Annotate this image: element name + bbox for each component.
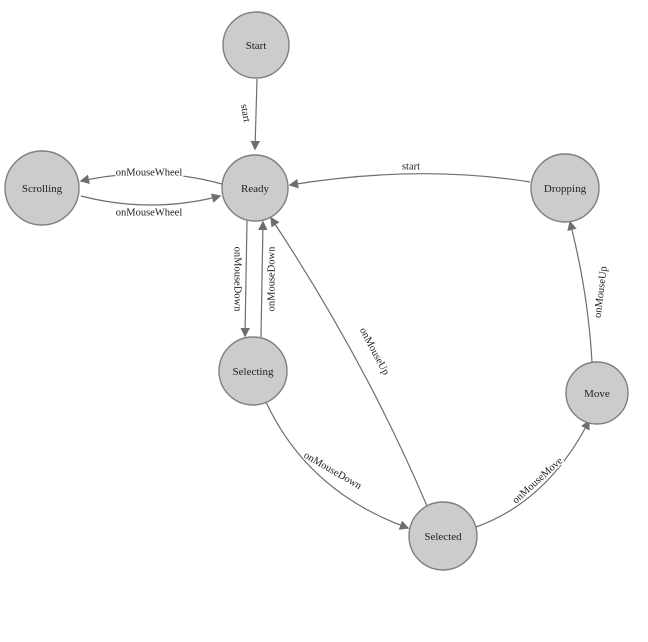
- state-node-scrolling[interactable]: Scrolling: [4, 150, 80, 226]
- transition-label: onMouseDown: [302, 450, 364, 492]
- state-node-ready[interactable]: Ready: [221, 154, 289, 222]
- state-node-start[interactable]: Start: [222, 11, 290, 79]
- transition-selecting-ready[interactable]: onMouseDown: [258, 220, 279, 338]
- state-label: Selected: [424, 531, 462, 543]
- transition-path[interactable]: [79, 173, 223, 185]
- state-node-selected[interactable]: Selected: [408, 501, 478, 571]
- transition-scrolling-ready[interactable]: onMouseWheel: [80, 193, 222, 220]
- transition-label: start: [238, 103, 252, 123]
- state-node-dropping[interactable]: Dropping: [530, 153, 600, 223]
- state-circle[interactable]: [565, 361, 629, 425]
- state-circle[interactable]: [408, 501, 478, 571]
- transition-path[interactable]: [80, 193, 222, 206]
- state-circle[interactable]: [4, 150, 80, 226]
- transition-selecting-selected[interactable]: onMouseDown: [265, 401, 410, 530]
- transition-path[interactable]: [240, 220, 250, 338]
- transition-start-ready[interactable]: start: [236, 78, 261, 151]
- transition-label: onMouseUp: [593, 266, 610, 319]
- transition-path[interactable]: [567, 220, 593, 363]
- state-label: Selecting: [233, 366, 274, 378]
- transition-label: start: [402, 162, 420, 173]
- transition-label: onMouseDown: [267, 246, 278, 311]
- transition-move-dropping[interactable]: onMouseUp: [567, 220, 611, 363]
- state-label: Start: [246, 40, 267, 52]
- transition-dropping-ready[interactable]: start: [288, 160, 531, 189]
- state-label: Dropping: [544, 183, 587, 195]
- state-circle[interactable]: [530, 153, 600, 223]
- transition-path[interactable]: [258, 220, 268, 338]
- state-circle[interactable]: [218, 336, 288, 406]
- transition-selected-move[interactable]: onMouseMove: [475, 419, 590, 528]
- state-label: Ready: [241, 183, 270, 195]
- transition-path[interactable]: [270, 216, 428, 507]
- transition-path[interactable]: [250, 78, 261, 151]
- transition-label: onMouseWheel: [116, 168, 183, 179]
- transitions-layer: start onMouseWheel onMouseWheel start onMous…: [79, 78, 611, 530]
- state-node-selecting[interactable]: Selecting: [218, 336, 288, 406]
- transition-path[interactable]: [475, 419, 590, 528]
- state-circle[interactable]: [222, 11, 290, 79]
- state-label: Scrolling: [22, 183, 63, 195]
- state-circle[interactable]: [221, 154, 289, 222]
- transition-label: onMouseDown: [231, 247, 242, 312]
- transition-label: onMouseMove: [510, 455, 565, 506]
- transition-ready-selecting[interactable]: onMouseDown: [230, 220, 250, 338]
- transition-ready-scrolling[interactable]: onMouseWheel: [79, 166, 223, 185]
- transition-label: onMouseWheel: [116, 208, 183, 219]
- state-label: Move: [584, 388, 610, 400]
- transition-path[interactable]: [265, 401, 410, 530]
- transition-selected-ready[interactable]: onMouseUp: [270, 216, 428, 507]
- state-node-move[interactable]: Move: [565, 361, 629, 425]
- transition-path[interactable]: [288, 173, 531, 189]
